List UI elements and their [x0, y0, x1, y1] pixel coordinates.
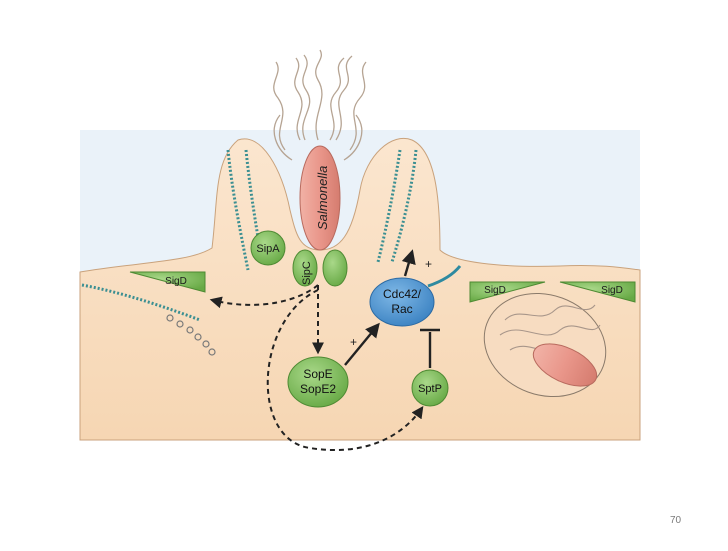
sipc-label: SipC — [301, 261, 313, 285]
cdc42-label-line2: Rac — [391, 302, 412, 316]
sope-protein — [287, 356, 349, 408]
sigd-left-shape — [129, 271, 206, 293]
arrow-cdc42-to-actin — [401, 249, 416, 277]
salmonella-label: Salmonella — [315, 166, 330, 230]
sipc-pore-left — [292, 249, 318, 287]
plus-sign-upper: + — [425, 257, 432, 271]
sptp-label: SptP — [418, 383, 442, 395]
sipa-protein — [250, 230, 286, 266]
translocation-arrows — [209, 284, 424, 452]
cdc42-label-line1: Cdc42/ — [383, 287, 422, 301]
arrow-sope-to-cdc42 — [344, 322, 380, 366]
plus-sign-lower: + — [350, 335, 357, 349]
sope-label-line1: SopE — [303, 367, 332, 381]
sipc-pore-right — [322, 249, 348, 287]
sope-label-line2: SopE2 — [300, 382, 336, 396]
activation-arrows — [344, 249, 416, 366]
sptp-protein — [411, 369, 449, 407]
internalized-salmonella — [532, 343, 598, 387]
cdc42-rac-protein — [369, 277, 435, 327]
page-number: 70 — [670, 515, 682, 526]
inhibition-arrow — [420, 328, 440, 368]
flagella — [273, 49, 367, 161]
membrane-anchor — [427, 265, 462, 288]
arrow-to-sptp — [266, 289, 424, 452]
sigd-right-label: SigD — [601, 285, 623, 296]
sigd-left-label: SigD — [165, 276, 187, 287]
salmonella-bacterium — [299, 145, 341, 251]
sigd-right-shape — [559, 281, 636, 303]
arrow-to-sigd — [209, 284, 319, 309]
sigd-mid-shape — [469, 281, 546, 303]
sipa-label: SipA — [256, 243, 280, 255]
sigd-mid-label: SigD — [484, 285, 506, 296]
actin-monomers — [166, 314, 216, 356]
